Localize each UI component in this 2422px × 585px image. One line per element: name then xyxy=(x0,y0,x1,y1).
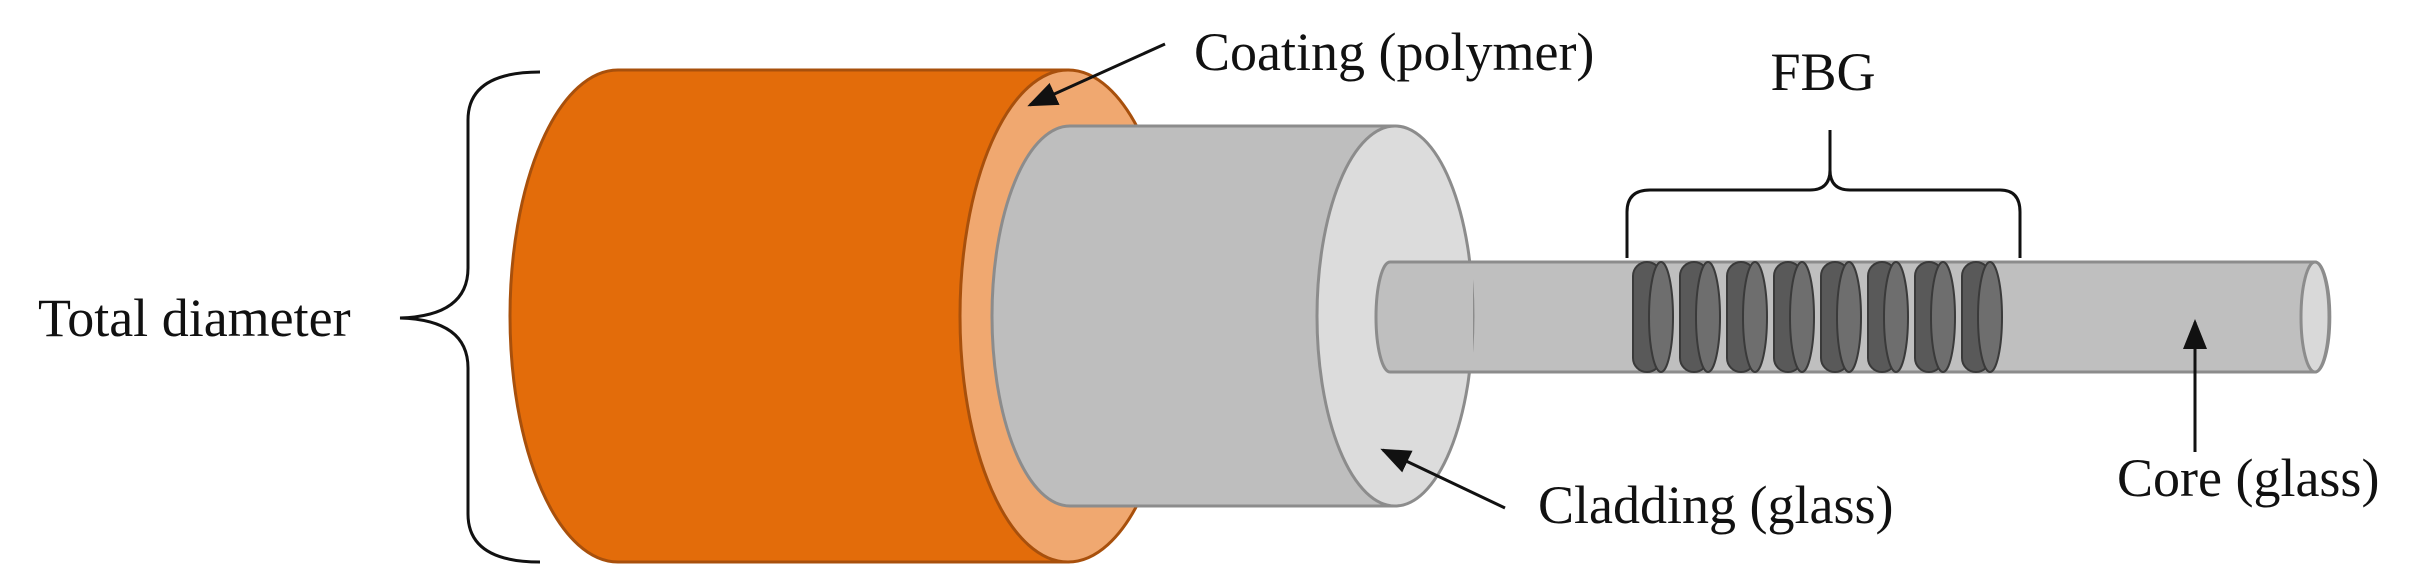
grating-ring xyxy=(1726,261,1768,373)
core-emerging xyxy=(1374,260,1473,374)
total-diameter-label: Total diameter xyxy=(38,288,351,348)
total-diameter-brace xyxy=(399,70,541,564)
grating-ring xyxy=(1679,261,1721,373)
coating-arrow xyxy=(1027,42,1166,107)
fbg-label: FBG xyxy=(1770,42,1875,102)
cladding-arrow xyxy=(1380,448,1506,510)
cladding-cylinder xyxy=(990,124,1475,508)
grating-ring xyxy=(1961,261,2003,373)
grating-ring xyxy=(1820,261,1862,373)
cladding-body xyxy=(990,124,1397,508)
grating-ring xyxy=(1914,261,1956,373)
core-label: Core (glass) xyxy=(2117,448,2379,508)
coating-label: Coating (polymer) xyxy=(1194,22,1594,82)
fbg-brace xyxy=(1625,130,2022,258)
core-end-face xyxy=(2299,260,2331,374)
fbg-grating xyxy=(1632,261,2003,373)
grating-ring xyxy=(1773,261,1815,373)
grating-ring xyxy=(1632,261,1674,373)
coating-body xyxy=(508,68,1070,564)
grating-ring xyxy=(1867,261,1909,373)
cladding-label: Cladding (glass) xyxy=(1538,475,1893,535)
